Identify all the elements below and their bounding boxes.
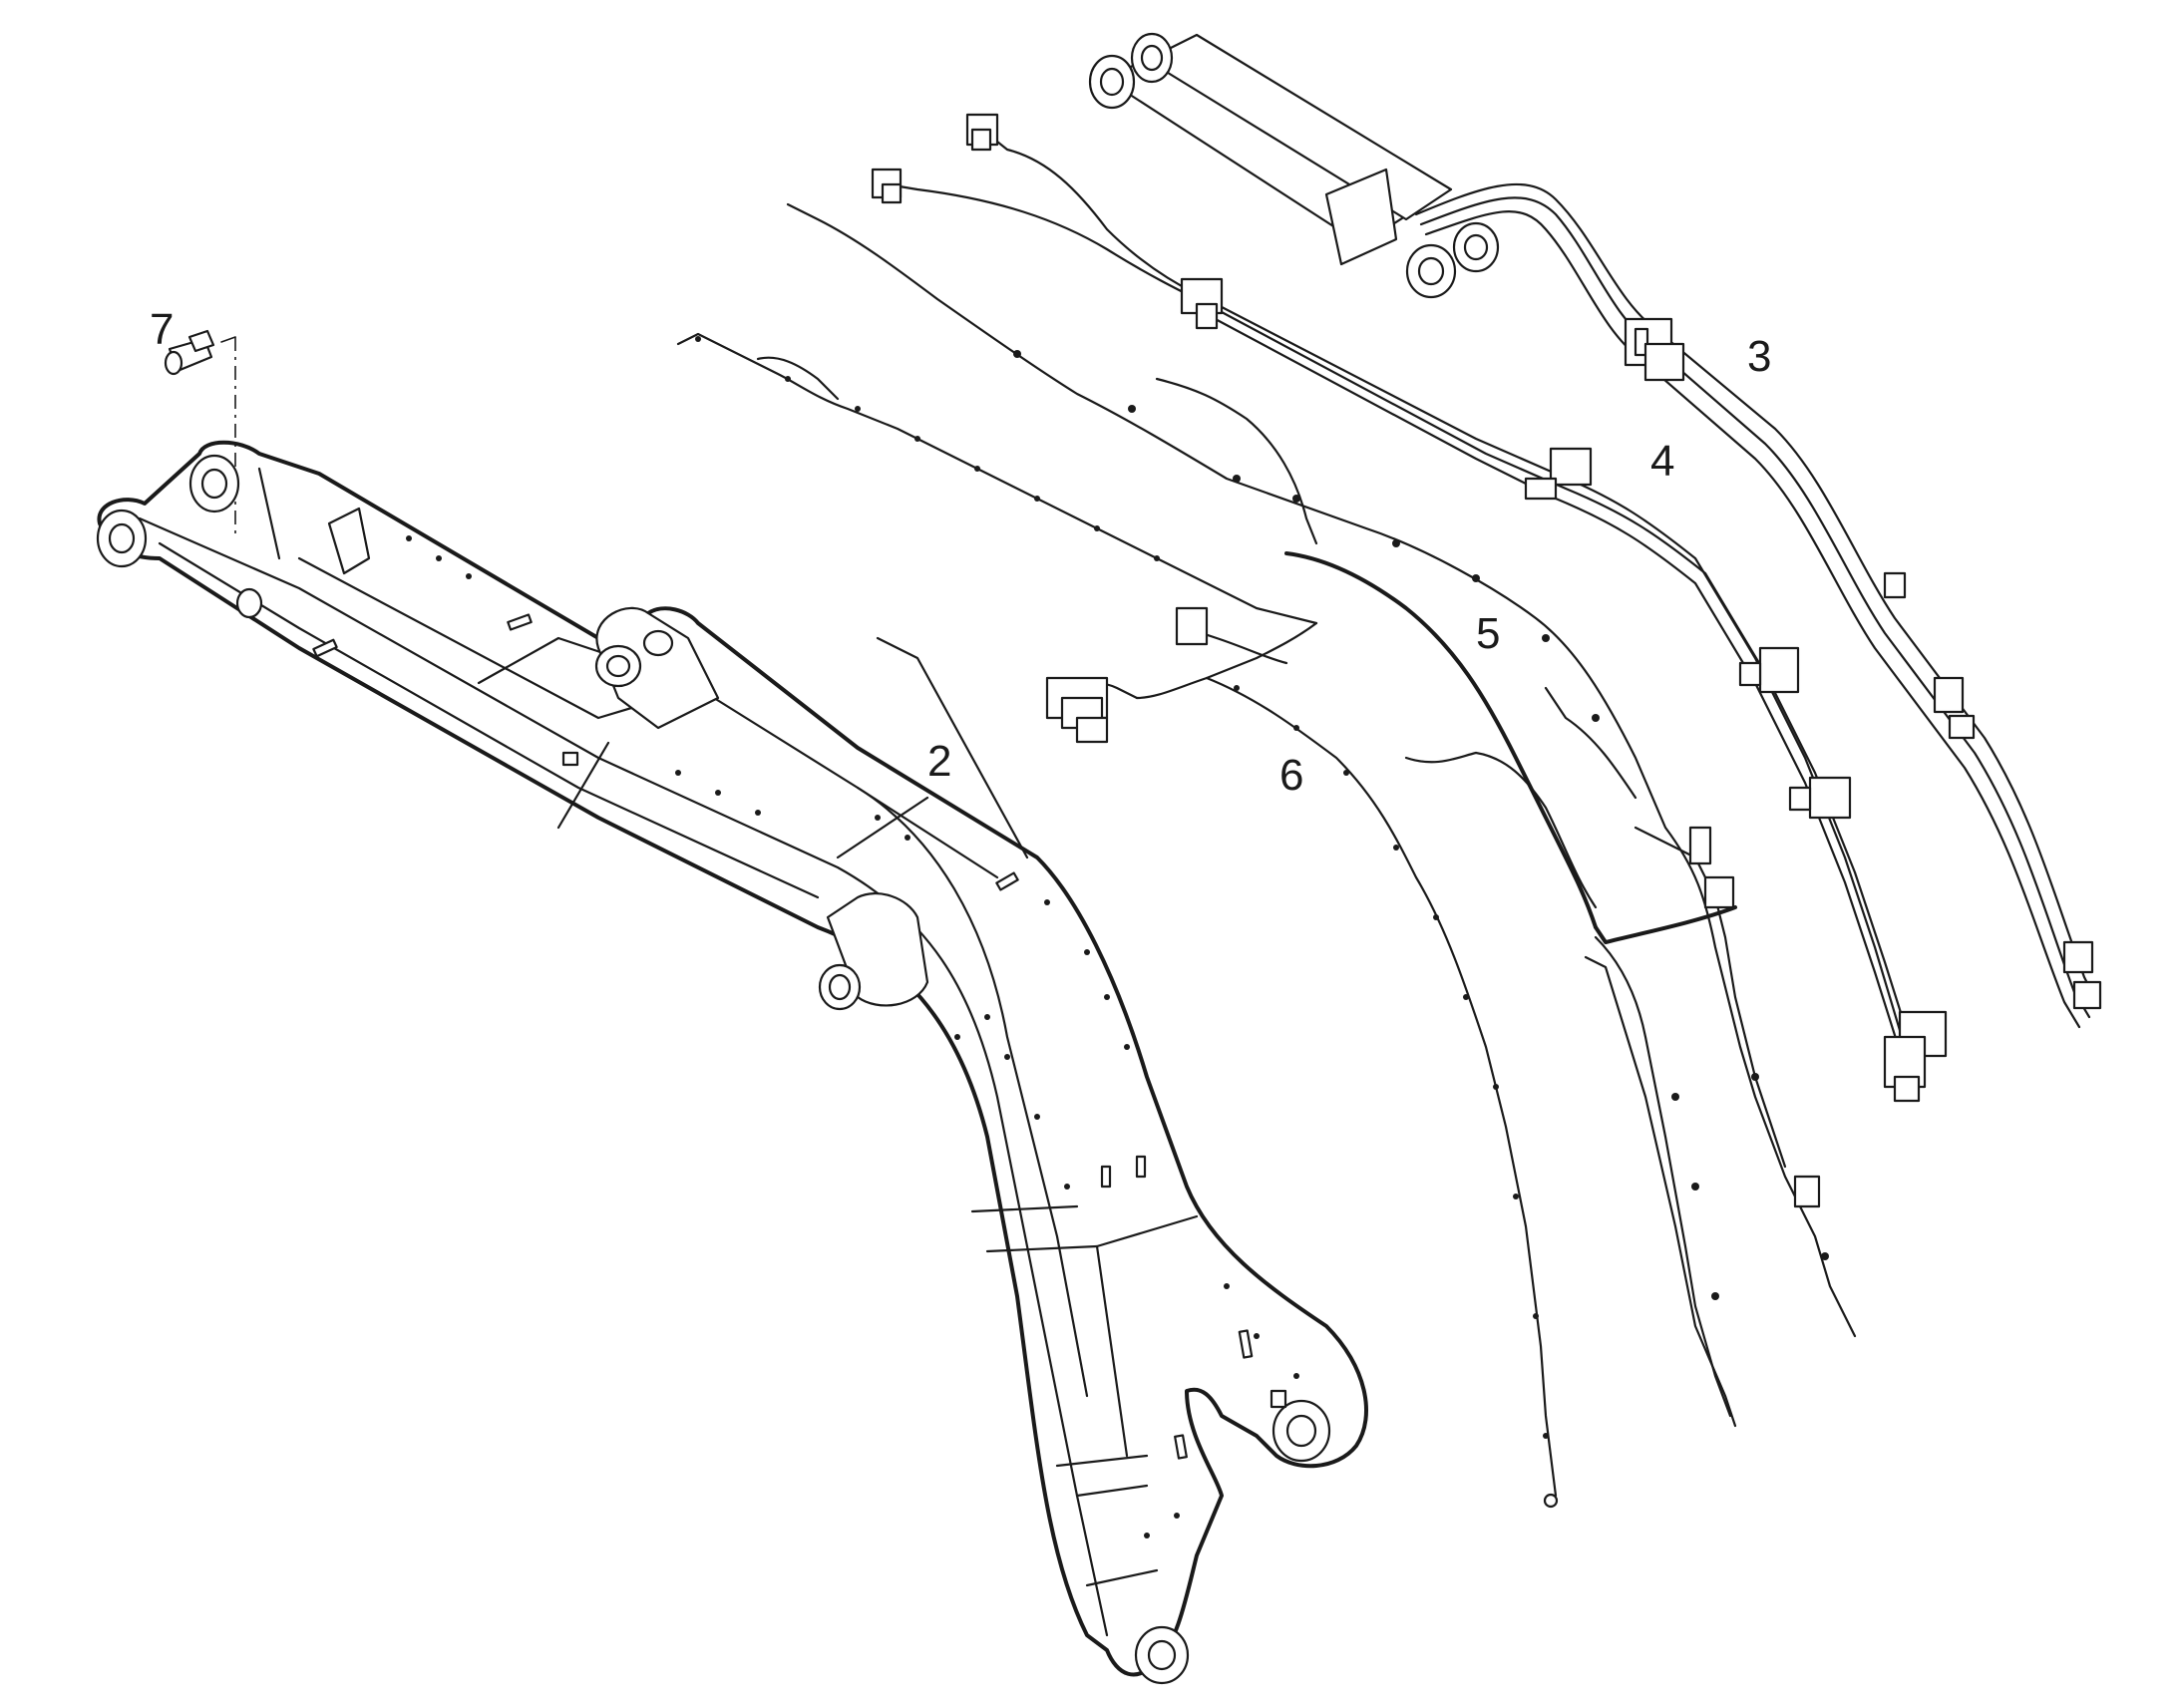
callout-6: 6 [1279, 751, 1303, 800]
callouts: 7 3 4 5 2 6 [150, 305, 1771, 800]
part-5-wiring-harness [786, 202, 1857, 1428]
harness-5-clip-dots [1013, 350, 1829, 1300]
callout-2: 2 [927, 737, 951, 786]
part-3-cylinder-and-hoses [1088, 32, 2102, 1029]
part-2-boom [96, 440, 1368, 1685]
part-7-fitting [164, 329, 236, 538]
callout-7: 7 [150, 305, 174, 354]
harness-6-clip-dots [695, 336, 1549, 1439]
callout-3: 3 [1747, 332, 1771, 381]
part-4-pipe-lines [871, 113, 1948, 1103]
callout-4: 4 [1650, 437, 1674, 486]
part-6-wiring-harness [676, 332, 1559, 1509]
boom-slots [312, 613, 1287, 1460]
boom-bolt-dots [406, 535, 1299, 1538]
callout-5: 5 [1476, 609, 1500, 658]
